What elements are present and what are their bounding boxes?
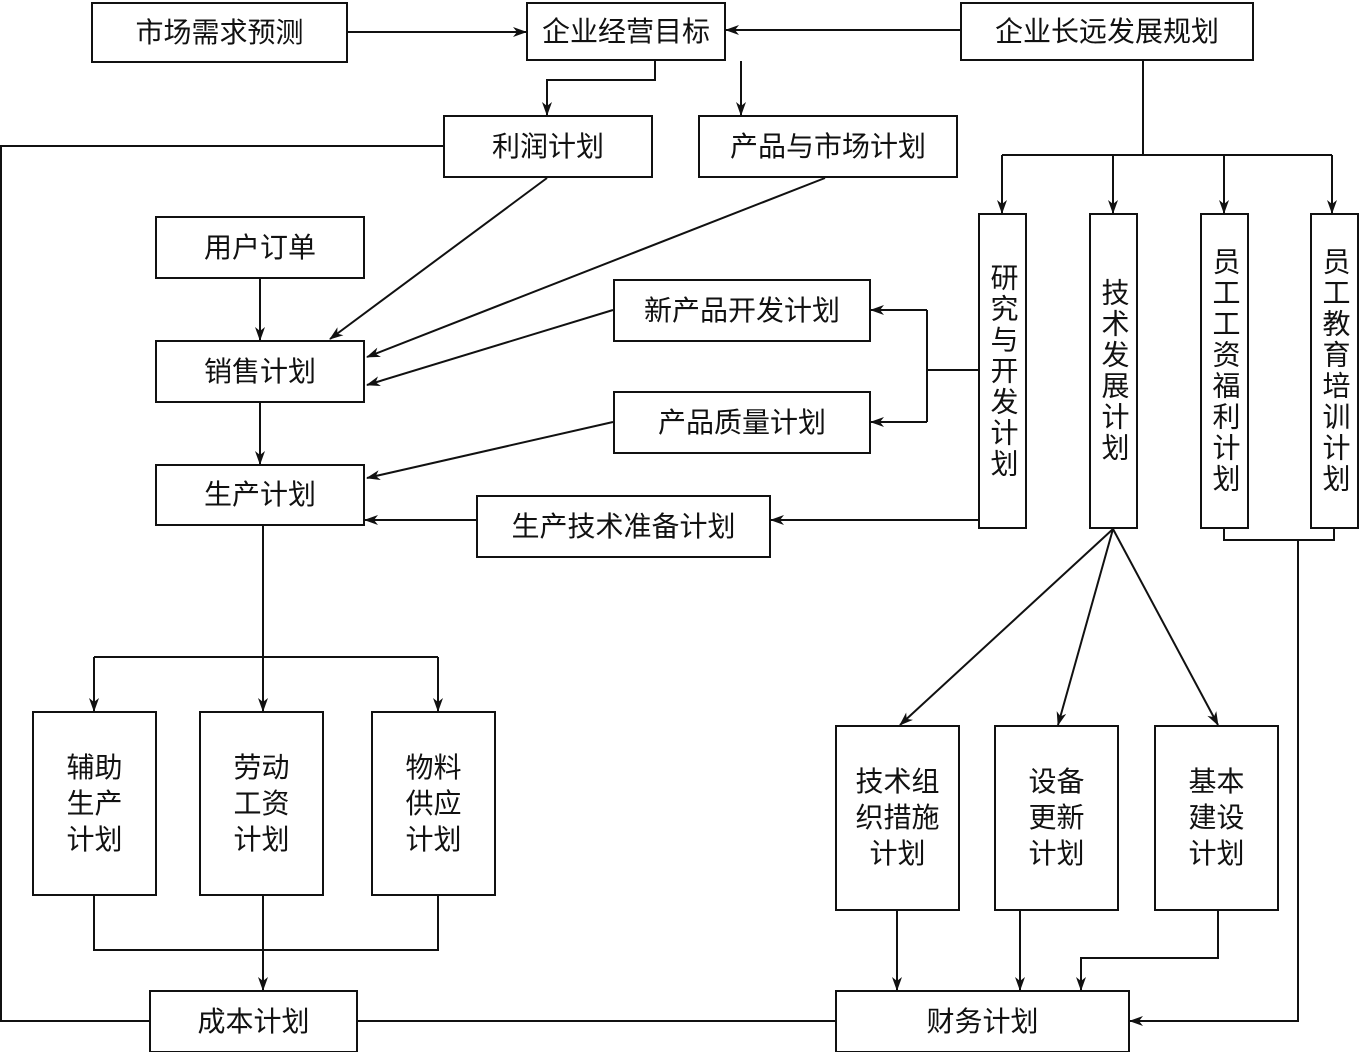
node-label: 生产技术准备计划 xyxy=(511,509,736,543)
connector-arrow xyxy=(1129,540,1299,1026)
connector-arrow xyxy=(366,309,614,386)
node-tech-dev-plan: 技术发展计划 xyxy=(1089,213,1138,529)
node-label: 利润计划 xyxy=(491,129,604,163)
node-label: 成本计划 xyxy=(197,1004,310,1038)
node-customer-orders: 用户订单 xyxy=(155,216,365,279)
node-material-supply-plan: 物料供应计划 xyxy=(371,711,496,896)
node-quality-plan: 产品质量计划 xyxy=(613,391,871,454)
connector-arrow xyxy=(1076,911,1219,991)
connector-line xyxy=(93,896,439,951)
node-label: 劳动工资计划 xyxy=(233,750,290,856)
node-labor-wage-plan: 劳动工资计划 xyxy=(199,711,324,896)
node-new-product-plan: 新产品开发计划 xyxy=(613,279,871,342)
node-equipment-renewal-plan: 设备更新计划 xyxy=(994,725,1119,911)
node-finance-plan: 财务计划 xyxy=(835,990,1130,1052)
connector-arrow xyxy=(899,528,1114,726)
node-label: 销售计划 xyxy=(203,354,316,388)
node-label: 产品与市场计划 xyxy=(729,129,926,163)
node-label: 辅助生产计划 xyxy=(66,750,123,856)
node-label: 技术发展计划 xyxy=(1097,278,1131,464)
connector-arrow xyxy=(1112,528,1219,726)
node-label: 员工工资福利计划 xyxy=(1208,247,1242,495)
connector-arrow xyxy=(542,61,656,116)
node-label: 生产计划 xyxy=(203,478,316,511)
node-wage-welfare-plan: 员工工资福利计划 xyxy=(1200,213,1249,529)
node-business-goals: 企业经营目标 xyxy=(526,2,726,61)
node-label: 企业经营目标 xyxy=(541,14,710,48)
node-label: 物料供应计划 xyxy=(405,750,462,856)
node-tech-org-plan: 技术组织措施计划 xyxy=(835,725,960,911)
node-capital-construction-plan: 基本建设计划 xyxy=(1154,725,1279,911)
node-label: 用户订单 xyxy=(203,230,316,264)
connector-line xyxy=(0,145,443,1022)
node-label: 财务计划 xyxy=(926,1004,1039,1038)
node-label: 技术组织措施计划 xyxy=(855,765,940,870)
node-label: 设备更新计划 xyxy=(1028,765,1085,870)
node-label: 员工教育培训计划 xyxy=(1318,247,1352,495)
node-market-forecast: 市场需求预测 xyxy=(91,2,348,63)
node-production-plan: 生产计划 xyxy=(155,464,365,526)
node-label: 新产品开发计划 xyxy=(643,293,840,327)
connector-arrow xyxy=(366,177,826,358)
connector-arrow xyxy=(1056,528,1114,726)
connector-arrow xyxy=(366,421,614,480)
node-training-plan: 员工教育培训计划 xyxy=(1310,213,1359,529)
node-prod-tech-prep-plan: 生产技术准备计划 xyxy=(476,495,771,558)
node-long-term-plan: 企业长远发展规划 xyxy=(960,2,1254,61)
node-label: 市场需求预测 xyxy=(135,15,304,49)
node-product-market-plan: 产品与市场计划 xyxy=(698,115,958,178)
node-cost-plan: 成本计划 xyxy=(149,990,358,1052)
node-profit-plan: 利润计划 xyxy=(443,115,653,178)
connector-arrow xyxy=(329,177,548,340)
node-label: 产品质量计划 xyxy=(657,405,826,439)
node-aux-production-plan: 辅助生产计划 xyxy=(32,711,157,896)
connector-line xyxy=(1223,529,1335,541)
node-rnd-plan: 研究与开发计划 xyxy=(978,213,1027,529)
node-sales-plan: 销售计划 xyxy=(155,340,365,403)
node-label: 基本建设计划 xyxy=(1188,765,1245,870)
node-label: 研究与开发计划 xyxy=(986,262,1020,480)
node-label: 企业长远发展规划 xyxy=(994,14,1219,48)
